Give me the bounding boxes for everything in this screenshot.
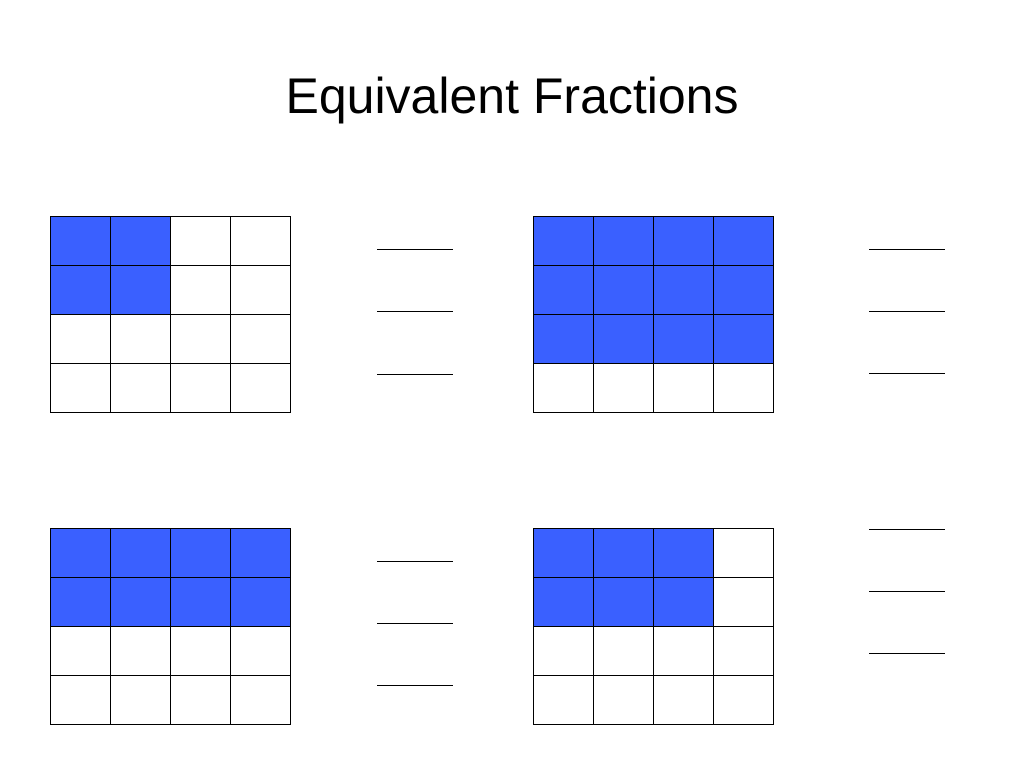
empty-cell	[594, 627, 654, 676]
shaded-cell	[231, 578, 291, 627]
empty-cell	[51, 364, 111, 413]
shaded-cell	[51, 578, 111, 627]
shaded-cell	[714, 315, 774, 364]
answer-blank[interactable]	[869, 529, 945, 530]
empty-cell	[534, 676, 594, 725]
fraction-grid-top-right	[533, 216, 774, 413]
empty-cell	[714, 627, 774, 676]
empty-cell	[714, 676, 774, 725]
shaded-cell	[594, 217, 654, 266]
empty-cell	[714, 578, 774, 627]
empty-cell	[51, 627, 111, 676]
shaded-cell	[534, 529, 594, 578]
empty-cell	[171, 676, 231, 725]
shaded-cell	[534, 217, 594, 266]
shaded-cell	[594, 578, 654, 627]
empty-cell	[231, 217, 291, 266]
shaded-cell	[714, 266, 774, 315]
empty-cell	[654, 676, 714, 725]
page-title: Equivalent Fractions	[285, 68, 739, 124]
answer-blank[interactable]	[377, 311, 453, 312]
empty-cell	[111, 676, 171, 725]
empty-cell	[594, 676, 654, 725]
shaded-cell	[111, 217, 171, 266]
shaded-cell	[654, 529, 714, 578]
shaded-cell	[714, 217, 774, 266]
empty-cell	[534, 364, 594, 413]
answer-blank[interactable]	[869, 591, 945, 592]
answer-blank[interactable]	[377, 374, 453, 375]
empty-cell	[714, 529, 774, 578]
answer-blank[interactable]	[377, 249, 453, 250]
empty-cell	[231, 627, 291, 676]
empty-cell	[231, 315, 291, 364]
fraction-grid-bottom-left	[50, 528, 291, 725]
empty-cell	[231, 676, 291, 725]
shaded-cell	[594, 529, 654, 578]
empty-cell	[534, 627, 594, 676]
empty-cell	[171, 364, 231, 413]
shaded-cell	[171, 578, 231, 627]
empty-cell	[51, 315, 111, 364]
answer-blank[interactable]	[377, 685, 453, 686]
shaded-cell	[111, 529, 171, 578]
empty-cell	[51, 676, 111, 725]
empty-cell	[111, 627, 171, 676]
shaded-cell	[654, 217, 714, 266]
empty-cell	[654, 364, 714, 413]
shaded-cell	[594, 315, 654, 364]
shaded-cell	[51, 217, 111, 266]
shaded-cell	[534, 315, 594, 364]
answer-blank[interactable]	[869, 249, 945, 250]
empty-cell	[171, 315, 231, 364]
empty-cell	[171, 217, 231, 266]
empty-cell	[654, 627, 714, 676]
shaded-cell	[594, 266, 654, 315]
shaded-cell	[534, 266, 594, 315]
answer-blank[interactable]	[869, 311, 945, 312]
shaded-cell	[111, 266, 171, 315]
empty-cell	[231, 364, 291, 413]
answer-blank[interactable]	[377, 623, 453, 624]
shaded-cell	[534, 578, 594, 627]
shaded-cell	[654, 315, 714, 364]
answer-blank[interactable]	[869, 373, 945, 374]
shaded-cell	[654, 266, 714, 315]
shaded-cell	[51, 266, 111, 315]
empty-cell	[231, 266, 291, 315]
empty-cell	[714, 364, 774, 413]
shaded-cell	[231, 529, 291, 578]
empty-cell	[171, 627, 231, 676]
fraction-grid-top-left	[50, 216, 291, 413]
empty-cell	[171, 266, 231, 315]
shaded-cell	[51, 529, 111, 578]
answer-blank[interactable]	[377, 561, 453, 562]
shaded-cell	[111, 578, 171, 627]
shaded-cell	[171, 529, 231, 578]
shaded-cell	[654, 578, 714, 627]
answer-blank[interactable]	[869, 653, 945, 654]
empty-cell	[594, 364, 654, 413]
empty-cell	[111, 364, 171, 413]
empty-cell	[111, 315, 171, 364]
fraction-grid-bottom-right	[533, 528, 774, 725]
